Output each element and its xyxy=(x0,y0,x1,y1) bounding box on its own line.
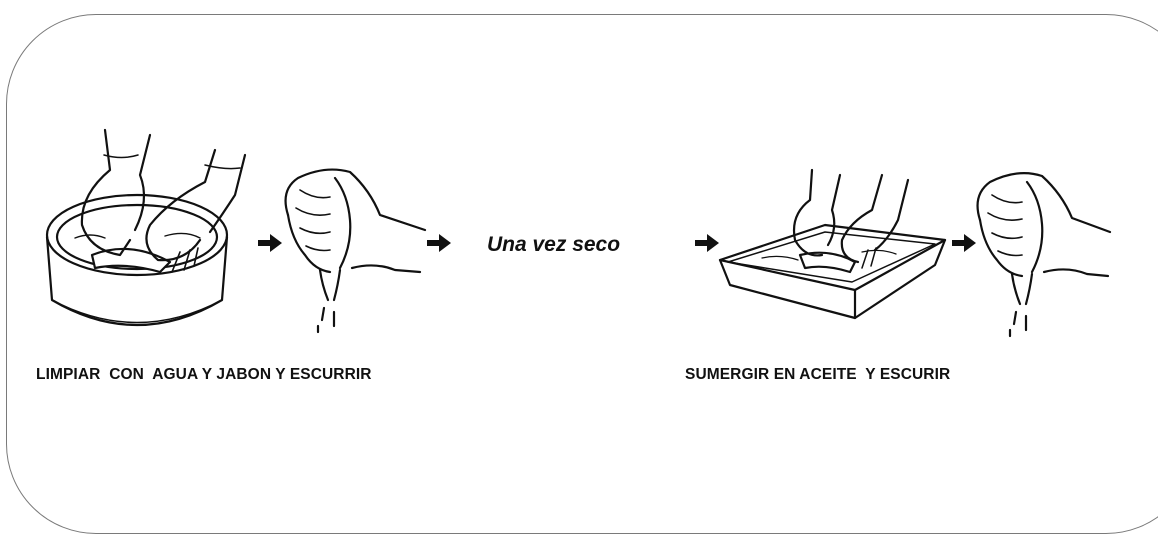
hand-wringing-icon xyxy=(976,171,1112,338)
arrow-right-icon xyxy=(258,234,282,252)
once-dry-text: Una vez seco xyxy=(487,233,621,256)
oil-step-caption: SUMERGIR EN ACEITE Y ESCURIR xyxy=(685,366,951,383)
arrow-right-icon xyxy=(952,234,976,252)
arrow-right-icon xyxy=(695,234,719,252)
hands-in-oil-tray-icon xyxy=(718,168,947,320)
wash-step-caption: LIMPIAR CON AGUA Y JABON Y ESCURRIR xyxy=(36,366,372,383)
hand-wringing-icon xyxy=(284,168,427,334)
arrow-right-icon xyxy=(427,234,451,252)
hands-washing-in-bowl-icon xyxy=(45,128,247,327)
procedure-illustration xyxy=(45,128,1112,338)
